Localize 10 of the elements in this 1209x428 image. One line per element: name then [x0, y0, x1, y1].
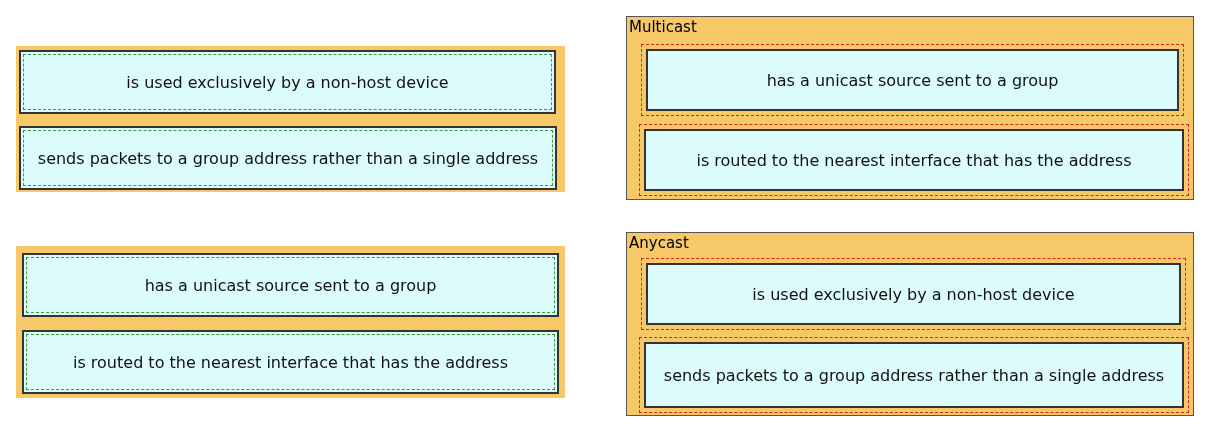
answer-card: has a unicast source sent to a group — [22, 253, 559, 317]
answer-panel — [626, 232, 1194, 416]
answer-panel — [16, 246, 565, 398]
answer-panel — [626, 16, 1194, 200]
panel-title: Anycast — [629, 234, 689, 252]
panel-title: Multicast — [629, 18, 697, 36]
answer-card: is used exclusively by a non-host device — [19, 50, 556, 114]
answer-card: is routed to the nearest interface that has the address — [22, 330, 559, 394]
answer-card: sends packets to a group address rather than a single address — [19, 126, 557, 190]
answer-panel — [16, 46, 565, 192]
